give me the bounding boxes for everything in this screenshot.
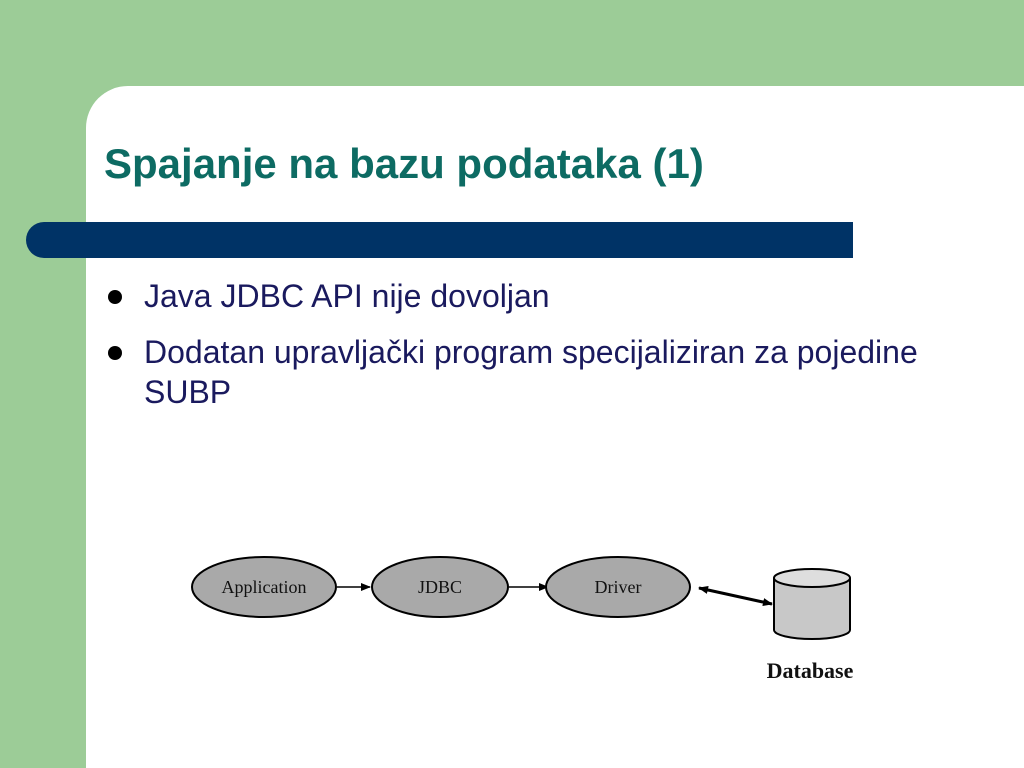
bullet-dot-icon xyxy=(108,290,122,304)
node-jdbc: JDBC xyxy=(371,556,509,618)
node-application-label: Application xyxy=(222,577,307,597)
node-driver-label: Driver xyxy=(595,577,642,597)
bullet-text: Java JDBC API nije dovoljan xyxy=(144,278,550,314)
node-driver: Driver xyxy=(545,556,691,618)
top-left-decoration xyxy=(0,0,358,86)
node-database: Database xyxy=(767,568,854,683)
database-cylinder-icon xyxy=(773,568,851,640)
slide-panel xyxy=(86,86,1024,768)
node-jdbc-label: JDBC xyxy=(418,577,462,597)
arrow-driver-database-bidirectional xyxy=(698,586,773,606)
node-application: Application xyxy=(191,556,337,618)
bullet-item: Java JDBC API nije dovoljan xyxy=(106,276,936,316)
title-underline-bar xyxy=(26,222,853,258)
jdbc-architecture-diagram: Application JDBC Driver Database xyxy=(191,556,854,683)
bullet-list: Java JDBC API nije dovoljan Dodatan upra… xyxy=(106,276,936,428)
bullet-item: Dodatan upravljački program specijalizir… xyxy=(106,332,936,412)
bullet-text: Dodatan upravljački program specijalizir… xyxy=(144,334,918,410)
slide-title: Spajanje na bazu podataka (1) xyxy=(104,140,704,187)
node-database-label: Database xyxy=(767,658,854,683)
bullet-dot-icon xyxy=(108,346,122,360)
